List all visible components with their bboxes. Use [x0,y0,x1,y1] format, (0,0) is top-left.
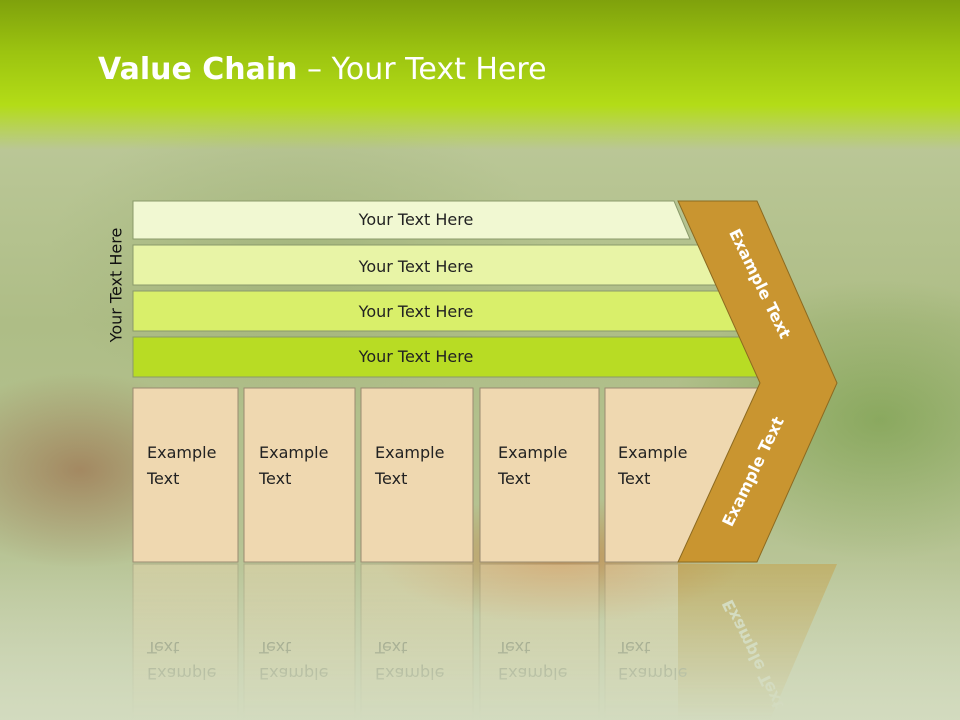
column-text-2a: Example [259,443,328,462]
reflection-text-2a: Example [259,664,328,683]
title-bold: Value Chain [98,52,298,87]
reflection-text-2b: Text [258,638,291,657]
row-label-4: Your Text Here [358,347,474,366]
column-box-1 [132,387,239,563]
reflection-text-5a: Example [618,664,687,683]
column-text-1b: Text [146,469,179,488]
column-text-4b: Text [497,469,530,488]
slide-title: Value Chain – Your Text Here [98,52,547,87]
reflection-text-1b: Text [146,638,179,657]
column-box-4 [479,387,600,563]
column-text-2b: Text [258,469,291,488]
column-text-3a: Example [375,443,444,462]
reflection-text-5b: Text [617,638,650,657]
reflection-text-4a: Example [498,664,567,683]
reflection-text-3a: Example [375,664,444,683]
column-text-1a: Example [147,443,216,462]
chevron-arrow [677,200,838,563]
reflection-text-1a: Example [147,664,216,683]
row-label-1: Your Text Here [358,210,474,229]
reflection-text-4b: Text [497,638,530,657]
column-box-2 [243,387,356,563]
row-label-2: Your Text Here [358,257,474,276]
chevron-group: Example Text Example Text [677,200,838,563]
row-label-3: Your Text Here [358,302,474,321]
row-group: Your Text Here Your Text Here Your Text … [132,200,764,378]
reflection-text-3b: Text [374,638,407,657]
diagram-reflection: Example Text Example Text Example Text E… [132,563,837,720]
row-bar-1 [132,200,691,240]
column-group: Example Text Example Text Example Text E… [132,387,761,563]
column-box-3 [360,387,474,563]
title-rest: – Your Text Here [297,52,547,87]
column-text-5a: Example [618,443,687,462]
column-text-5b: Text [617,469,650,488]
header-band [0,0,960,150]
column-text-4a: Example [498,443,567,462]
column-text-3b: Text [374,469,407,488]
